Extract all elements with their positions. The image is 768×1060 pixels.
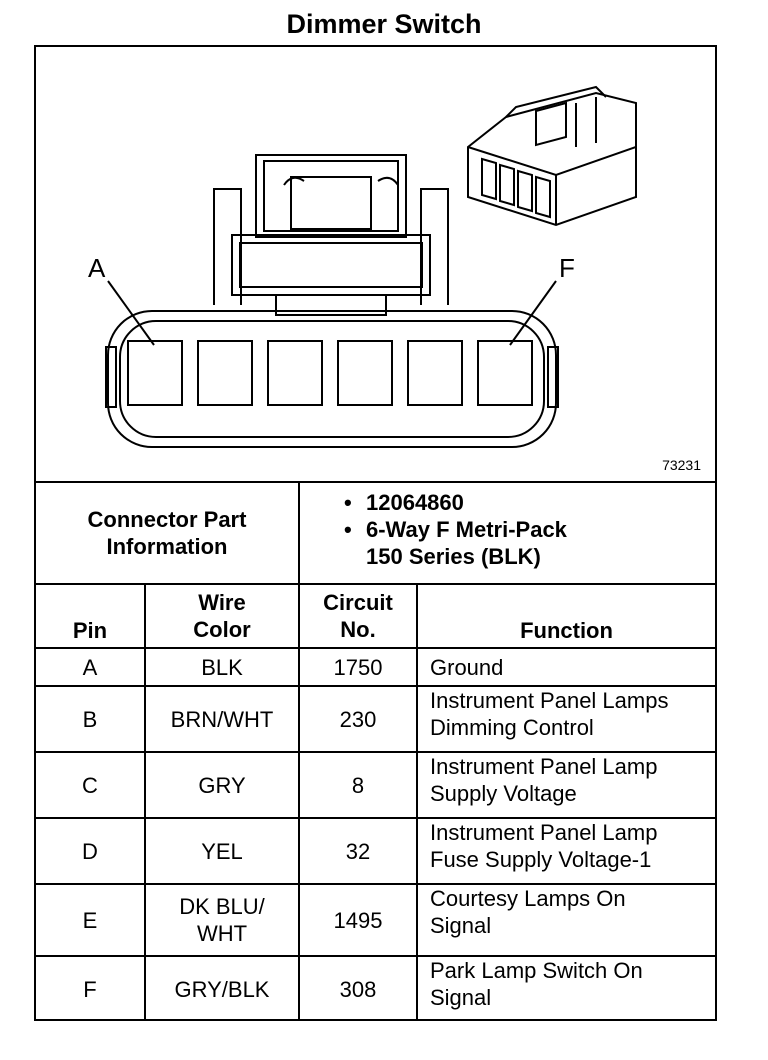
divider [298, 483, 300, 583]
row-c-function: Instrument Panel Lamp Supply Voltage [418, 753, 715, 817]
connector-info-label-line2: Information [106, 534, 228, 559]
pin-f-callout: F [559, 253, 575, 283]
row-e-function: Courtesy Lamps On Signal [418, 885, 715, 955]
row-e-color: DK BLU/ WHT [146, 885, 298, 955]
row-d-color: YEL [201, 838, 243, 864]
row-f-pin: F [83, 976, 97, 1002]
row-e-circuit: 1495 [333, 907, 383, 933]
row-d-function-line2: Fuse Supply Voltage-1 [430, 847, 652, 872]
row-a-function: Ground [430, 654, 504, 680]
connector-info-list: 12064860 6-Way F Metri-Pack 150 Series (… [338, 489, 567, 570]
row-divider [36, 817, 715, 819]
row-e-color-line1: DK BLU/ [179, 894, 265, 919]
connector-sheet: A F 73231 Connector Part Information 120… [34, 45, 717, 1021]
column-divider [416, 585, 418, 1021]
row-a-pin: A [82, 654, 98, 680]
connector-series: 150 Series (BLK) [366, 544, 541, 569]
row-c-color: GRY [198, 772, 246, 798]
row-c-function-line1: Instrument Panel Lamp [430, 754, 658, 779]
connector-face-drawing [105, 85, 637, 448]
connector-type: 6-Way F Metri-Pack [366, 517, 567, 542]
row-b-pin: B [82, 706, 98, 732]
row-b-color: BRN/WHT [170, 706, 274, 732]
row-e-color-line2: WHT [196, 921, 248, 946]
row-divider [36, 685, 715, 687]
column-divider [144, 585, 146, 1021]
row-c-function-line2: Supply Voltage [430, 781, 577, 806]
divider [36, 481, 715, 483]
column-divider [298, 585, 300, 1021]
part-number: 12064860 [366, 490, 464, 515]
connector-info-label: Connector Part Information [36, 483, 298, 583]
header-function: Function [520, 618, 613, 643]
figure-id: 73231 [662, 457, 701, 473]
connector-diagram: A F 73231 [36, 47, 715, 483]
row-f-circuit: 308 [339, 976, 377, 1002]
header-wire-color-line1: Wire [198, 590, 246, 615]
row-d-function-line1: Instrument Panel Lamp [430, 820, 658, 845]
row-b-function-line1: Instrument Panel Lamps [430, 688, 669, 713]
header-wire-color: Wire Color [146, 585, 298, 647]
row-f-color: GRY/BLK [174, 976, 270, 1002]
connector-info-label-line1: Connector Part [87, 507, 247, 532]
divider [36, 583, 715, 585]
row-e-function-line2: Signal [430, 913, 492, 938]
row-divider [36, 647, 715, 649]
page-title: Dimmer Switch [286, 9, 482, 39]
header-circuit-line2: No. [340, 617, 376, 642]
row-b-function-line2: Dimming Control [430, 715, 594, 740]
row-f-function-line2: Signal [430, 985, 492, 1010]
row-b-circuit: 230 [339, 706, 377, 732]
row-f-function: Park Lamp Switch On Signal [418, 957, 715, 1021]
connector-info-item: 6-Way F Metri-Pack 150 Series (BLK) [338, 516, 567, 570]
row-c-pin: C [82, 772, 98, 798]
header-wire-color-line2: Color [193, 617, 251, 642]
row-divider [36, 751, 715, 753]
row-d-function: Instrument Panel Lamp Fuse Supply Voltag… [418, 819, 715, 883]
row-f-function-line1: Park Lamp Switch On [430, 958, 643, 983]
row-d-pin: D [82, 838, 98, 864]
row-a-color: BLK [201, 654, 243, 680]
connector-info-item: 12064860 [338, 489, 567, 516]
row-c-circuit: 8 [351, 772, 365, 798]
row-b-function: Instrument Panel Lamps Dimming Control [418, 687, 715, 751]
pin-a-callout: A [88, 253, 106, 283]
row-d-circuit: 32 [345, 838, 371, 864]
row-e-pin: E [82, 907, 98, 933]
header-circuit-line1: Circuit [323, 590, 393, 615]
header-pin: Pin [72, 618, 108, 643]
row-a-circuit: 1750 [333, 654, 383, 680]
header-circuit: Circuit No. [300, 585, 416, 647]
row-divider [36, 883, 715, 885]
row-e-function-line1: Courtesy Lamps On [430, 886, 626, 911]
row-divider [36, 955, 715, 957]
